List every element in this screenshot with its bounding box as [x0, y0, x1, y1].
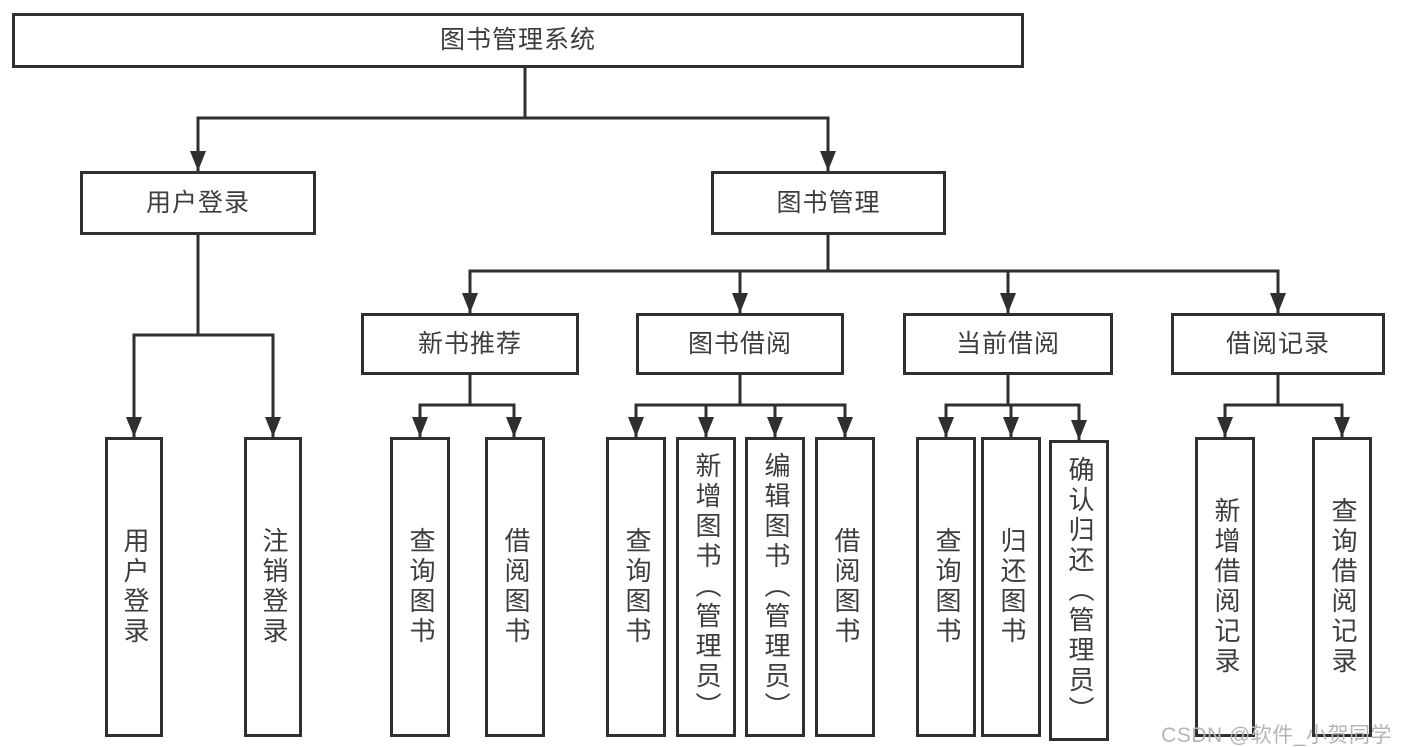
csdn-watermark: CSDN @软件_小贺同学 [1161, 724, 1392, 747]
leaf-add-borrow-record: 新增借阅记录 [1195, 437, 1255, 737]
node-book-management: 图书管理 [711, 171, 946, 235]
leaf-logout: 注销登录 [244, 437, 302, 737]
node-current-borrowing: 当前借阅 [903, 313, 1113, 375]
leaf-query-books-current: 查询图书 [916, 437, 976, 737]
leaf-confirm-return-admin: 确认归还（管理员） [1049, 440, 1109, 741]
node-new-book-recommendation: 新书推荐 [361, 313, 579, 375]
leaf-edit-books-admin: 编辑图书（管理员） [745, 437, 805, 737]
node-user-login: 用户登录 [80, 171, 316, 235]
leaf-user-login: 用户登录 [105, 437, 163, 737]
leaf-add-books-admin: 新增图书（管理员） [676, 437, 736, 737]
node-book-borrowing: 图书借阅 [636, 313, 844, 375]
node-library-management-system: 图书管理系统 [12, 13, 1024, 68]
leaf-query-books-recommend: 查询图书 [390, 437, 450, 737]
leaf-borrow-books-recommend: 借阅图书 [485, 437, 545, 737]
leaf-return-books: 归还图书 [981, 437, 1041, 737]
leaf-borrow-books: 借阅图书 [815, 437, 875, 737]
leaf-query-books-borrowing: 查询图书 [606, 437, 666, 737]
leaf-query-borrow-record: 查询借阅记录 [1312, 437, 1372, 737]
node-borrowing-records: 借阅记录 [1171, 313, 1385, 375]
